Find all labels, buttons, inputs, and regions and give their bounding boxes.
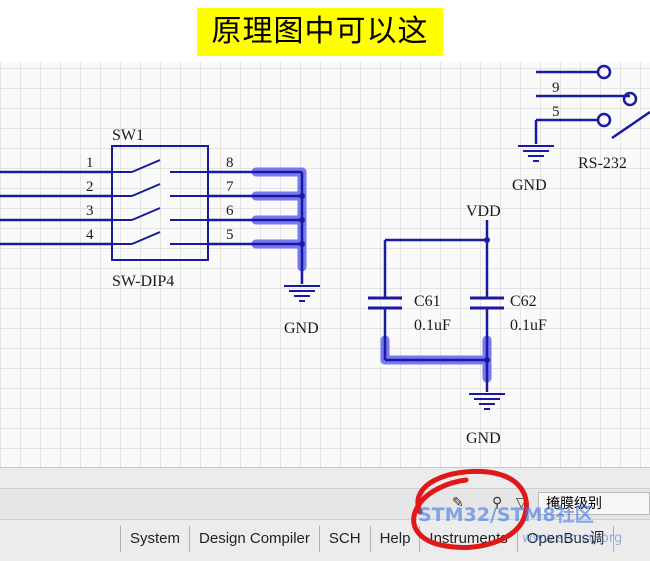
c62-name: C62 — [510, 293, 537, 310]
tab-help[interactable]: Help — [371, 526, 421, 552]
rs232-wires — [534, 64, 650, 144]
sw1-designator: SW1 — [112, 127, 144, 144]
sw1-pin-8: 8 — [226, 155, 234, 171]
sw1-pin-5: 5 — [226, 227, 234, 243]
watermark-sub: www.stmcu.org — [522, 531, 623, 546]
sw1-right-wires — [208, 167, 307, 284]
gnd-symbol-sw1 — [284, 285, 320, 302]
banner: 原理图中可以这样 — [0, 0, 650, 97]
pencil-icon[interactable]: ✎ — [452, 494, 464, 510]
watermark: STM32/STM8社区 — [418, 504, 594, 526]
rs232-pin-5: 5 — [552, 104, 560, 120]
gnd-symbol-rs232 — [518, 145, 554, 162]
sw1-pin-2: 2 — [86, 179, 94, 195]
cap-network-wires — [368, 220, 504, 392]
rs232-label: RS-232 — [578, 155, 627, 172]
bottom-toolbar: ✎ ⚲ ▽ 掩膜级别 System Design Compiler SCH He… — [0, 467, 650, 561]
tab-openbus[interactable]: OpenBus调 — [518, 526, 615, 552]
vdd-label: VDD — [466, 203, 501, 220]
schematic-drawing: SW1 SW-DIP4 1 2 3 4 8 7 6 5 GND VDD — [0, 64, 650, 447]
sw1-pin-3: 3 — [86, 203, 94, 219]
sw1-part: SW-DIP4 — [112, 273, 174, 290]
filter-icon[interactable]: ▽ — [516, 494, 527, 510]
tab-design-compiler[interactable]: Design Compiler — [190, 526, 320, 552]
sw1-pin-4: 4 — [86, 227, 94, 243]
gnd-label-rs232: GND — [512, 177, 547, 194]
sw1-pin-1: 1 — [86, 155, 94, 171]
gnd-symbol-caps — [469, 393, 505, 410]
tab-sch[interactable]: SCH — [320, 526, 371, 552]
c61-name: C61 — [414, 293, 441, 310]
panel-tabs: System Design Compiler SCH Help Instrume… — [120, 526, 615, 552]
status-row: ✎ ⚲ ▽ 掩膜级别 — [0, 488, 650, 520]
sw1-pin-6: 6 — [226, 203, 234, 219]
gnd-label-sw1: GND — [284, 320, 319, 337]
tab-system[interactable]: System — [120, 526, 191, 552]
sw1-pin-7: 7 — [226, 179, 234, 195]
red-annotation-circle — [411, 468, 529, 551]
banner-title: 原理图中可以这样 — [197, 8, 443, 97]
schematic-canvas[interactable]: SW1 SW-DIP4 1 2 3 4 8 7 6 5 GND VDD — [0, 62, 650, 467]
lock-icon[interactable]: ⚲ — [492, 494, 503, 510]
sw1-contacts — [112, 159, 208, 245]
mask-level-dropdown[interactable]: 掩膜级别 — [538, 492, 650, 515]
sw1-left-wires — [0, 170, 112, 246]
c61-value: 0.1uF — [414, 317, 451, 334]
c62-value: 0.1uF — [510, 317, 547, 334]
rs232-pin-9: 9 — [552, 80, 560, 96]
sw1-body — [111, 145, 209, 261]
gnd-label-caps: GND — [466, 430, 501, 447]
